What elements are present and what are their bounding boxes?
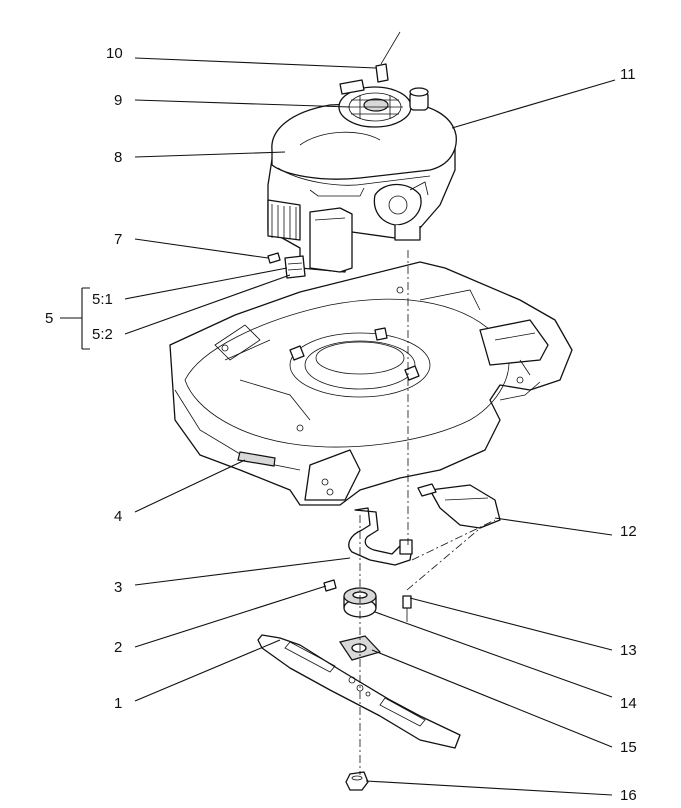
spark-plug: [375, 31, 401, 83]
screw-7: [267, 252, 281, 264]
bolt-13: [402, 595, 412, 622]
blade-brake-bracket: [348, 507, 413, 566]
callout-10: 10: [106, 45, 123, 62]
brake-cover: [417, 483, 501, 529]
blade: [257, 634, 461, 749]
label-plate: [284, 255, 306, 279]
callout-14: 14: [620, 695, 637, 712]
callout-16: 16: [620, 787, 637, 804]
callout-8: 8: [114, 149, 122, 166]
callout-7: 7: [114, 231, 122, 248]
callout-5-1: 5:1: [92, 291, 113, 308]
callout-5-2: 5:2: [92, 326, 113, 343]
callout-5: 5: [45, 310, 53, 327]
callout-3: 3: [114, 579, 122, 596]
leader-lines: [60, 57, 616, 796]
blade-nut: [345, 771, 369, 791]
callout-2: 2: [114, 639, 122, 656]
callout-13: 13: [620, 642, 637, 659]
callout-11: 11: [620, 66, 636, 83]
callout-12: 12: [620, 523, 637, 540]
engine: [267, 79, 457, 273]
callout-4: 4: [114, 508, 122, 525]
callout-9: 9: [114, 92, 122, 109]
mower-deck: [169, 261, 573, 506]
callout-15: 15: [620, 739, 637, 756]
screw-2: [323, 579, 337, 592]
callout-1: 1: [114, 695, 122, 712]
